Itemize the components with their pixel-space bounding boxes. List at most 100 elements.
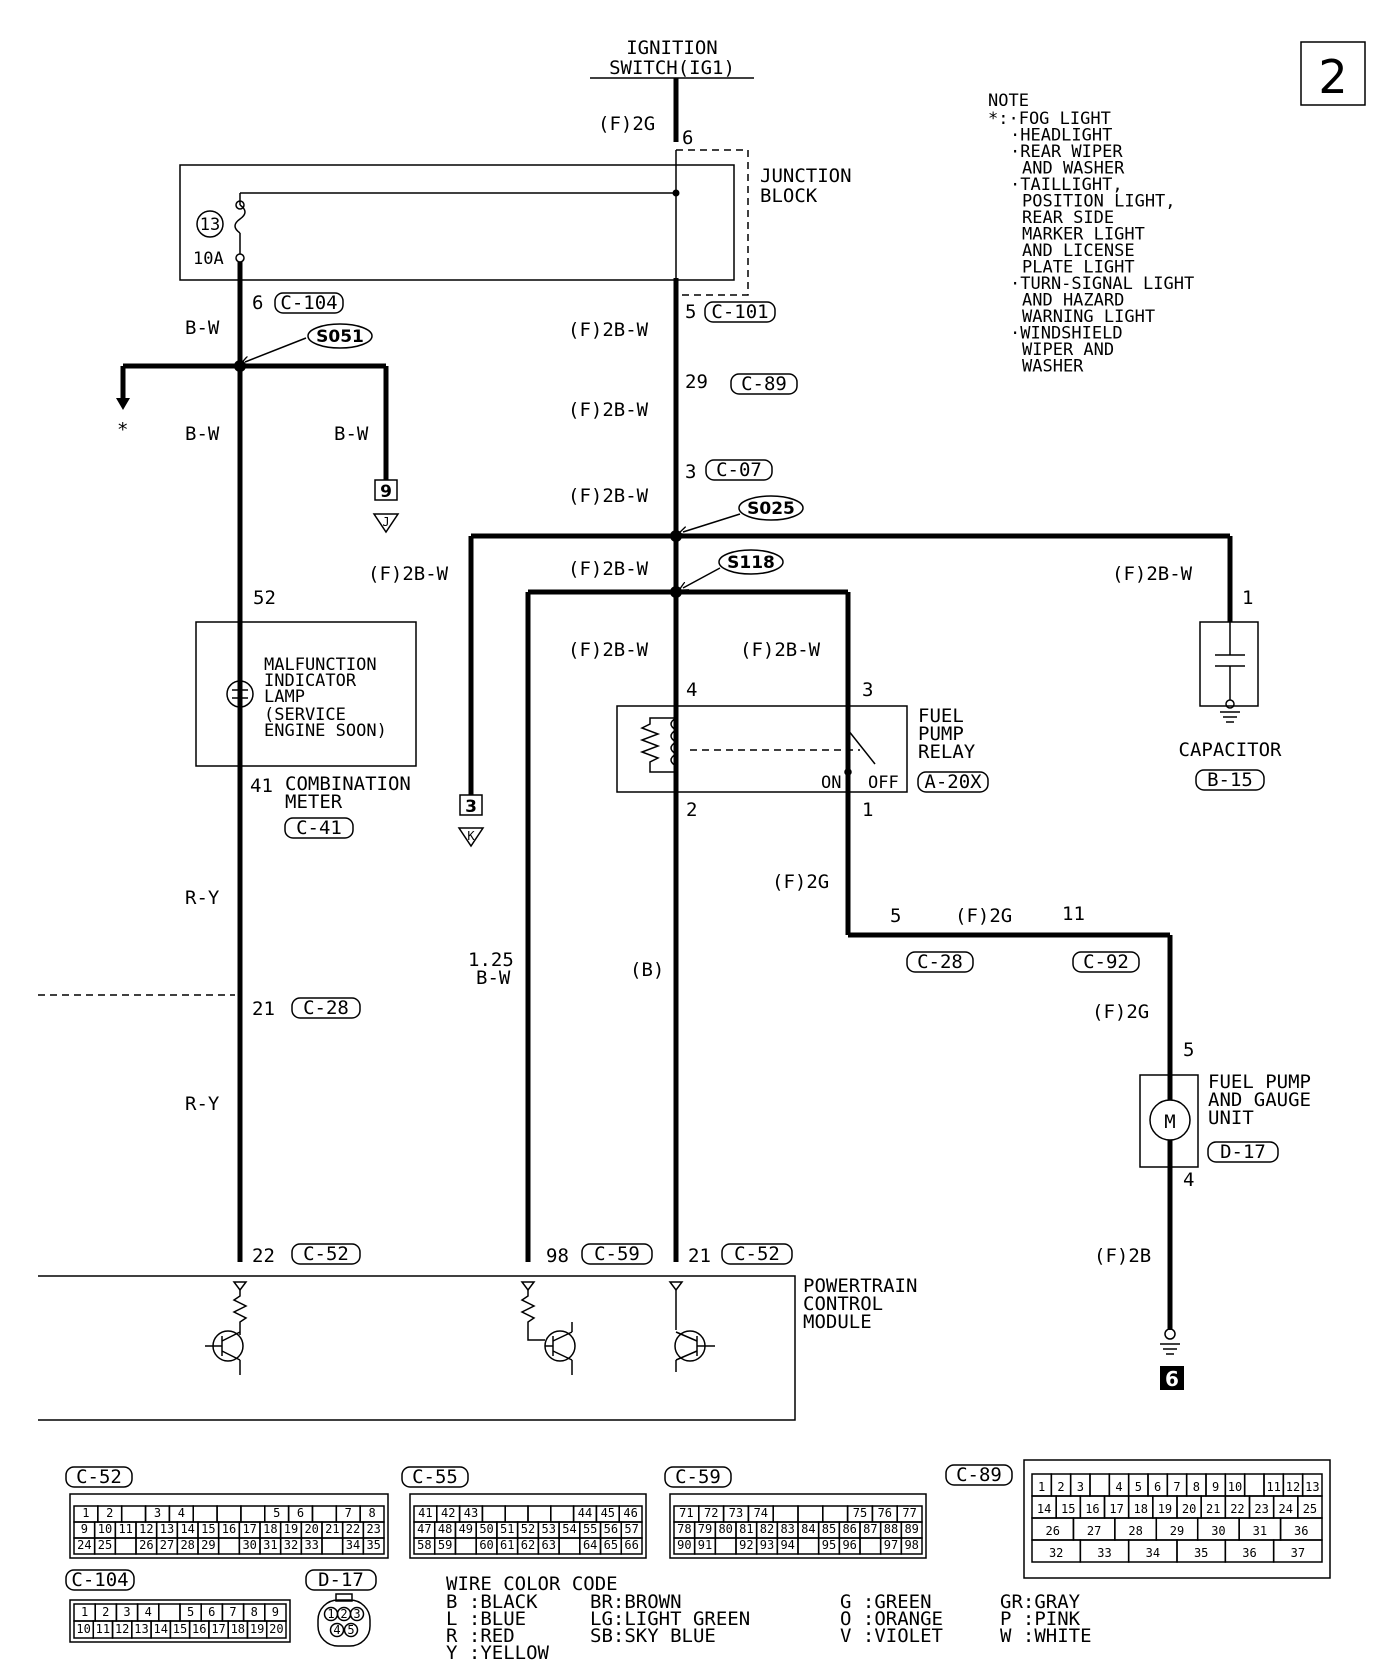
pin-98: 98 — [546, 1245, 569, 1267]
c52-cell: 20 — [304, 1522, 318, 1536]
wire-ry-1: R-Y — [185, 887, 220, 909]
c89-cell: 36 — [1294, 1524, 1308, 1538]
c89-cell: 35 — [1194, 1546, 1208, 1560]
fuse-number-circle — [196, 210, 224, 238]
c59-cell: 78 — [677, 1522, 691, 1536]
c52-cell: 16 — [222, 1522, 236, 1536]
c55-cell: 44 — [578, 1506, 592, 1520]
c59-cell: 89 — [904, 1522, 918, 1536]
pcm-transistor-2 — [520, 1281, 576, 1375]
c89-cell: 6 — [1154, 1480, 1161, 1494]
wire-color-entry: GR:GRAY — [1000, 1591, 1081, 1613]
c59-cell: 88 — [884, 1522, 898, 1536]
c52-cell: 2 — [106, 1506, 113, 1520]
c89-cell: 18 — [1134, 1502, 1148, 1516]
pin-6-c104: 6 — [252, 292, 263, 314]
c59-cell: 79 — [698, 1522, 712, 1536]
connector-c41: C-41 — [296, 817, 342, 839]
c104-cell: 20 — [269, 1622, 283, 1636]
d17-pin: 3 — [353, 1607, 360, 1621]
pin-41: 41 — [250, 775, 273, 797]
fuel-pump-box — [1139, 1074, 1199, 1168]
c52-cell: 15 — [201, 1522, 215, 1536]
pcm-box — [38, 1275, 796, 1421]
fuse-symbol — [234, 204, 246, 234]
table-label-c59: C-59 — [675, 1466, 721, 1488]
pin-21-c52: 21 — [688, 1245, 711, 1267]
c89-cell: 20 — [1182, 1502, 1196, 1516]
fuel-pump-label-1: FUEL PUMP — [1208, 1071, 1311, 1093]
c52-cell: 3 — [154, 1506, 161, 1520]
wire-f2b: (F)2B — [1094, 1245, 1151, 1267]
connector-c101: C-101 — [711, 301, 768, 323]
wire-label-top: (F)2G — [598, 113, 655, 135]
combination-meter-box — [195, 621, 417, 767]
c52-cell: 8 — [368, 1506, 375, 1520]
relay-on: ON — [821, 773, 841, 793]
connector-c92: C-92 — [1083, 951, 1129, 973]
c55-cell: 58 — [417, 1538, 431, 1552]
c52-cell: 34 — [346, 1538, 360, 1552]
wire-f2bw-5: (F)2B-W — [568, 639, 649, 661]
wire-color-entry: G :GREEN — [840, 1591, 932, 1613]
relay-label-2: PUMP — [918, 723, 964, 745]
c89-cell: 24 — [1279, 1502, 1293, 1516]
c89-cell: 25 — [1303, 1502, 1317, 1516]
c59-cell: 87 — [863, 1522, 877, 1536]
wire-b: (B) — [630, 959, 664, 981]
pcm-transistor-3 — [668, 1281, 715, 1372]
note-item: ·WINDSHIELD — [1010, 324, 1123, 344]
c104-cell: 8 — [251, 1605, 258, 1619]
connector-c52-pin22: C-52 — [303, 1243, 349, 1265]
c59-cell: 96 — [842, 1538, 856, 1552]
svg-text:S118: S118 — [727, 553, 775, 573]
c55-cell: 61 — [500, 1538, 514, 1552]
c55-cell: 54 — [562, 1522, 576, 1536]
connector-c07: C-07 — [716, 459, 762, 481]
table-label-c104: C-104 — [71, 1569, 128, 1591]
lamp-icon — [226, 680, 254, 708]
c55-cell: 51 — [500, 1522, 514, 1536]
c89-cell: 4 — [1115, 1480, 1122, 1494]
c55-cell: 55 — [583, 1522, 597, 1536]
c89-cell: 33 — [1097, 1546, 1111, 1560]
c59-cell: 77 — [902, 1506, 916, 1520]
c89-cell: 30 — [1211, 1524, 1225, 1538]
relay-pin-1: 1 — [862, 799, 873, 821]
wire-color-entry: R :RED — [446, 1625, 515, 1647]
pcm-transistor-1 — [205, 1281, 248, 1375]
c59-cell: 81 — [739, 1522, 753, 1536]
c52-cell: 29 — [201, 1538, 215, 1552]
pin-21-c28: 21 — [252, 998, 275, 1020]
c89-cell: 31 — [1253, 1524, 1267, 1538]
d17-pin: 1 — [327, 1607, 334, 1621]
c104-cell: 16 — [192, 1622, 206, 1636]
c55-cell: 45 — [601, 1506, 615, 1520]
c89-cell: 29 — [1170, 1524, 1184, 1538]
c59-cell: 90 — [677, 1538, 691, 1552]
c104-cell: 11 — [96, 1622, 110, 1636]
note-item: ·TURN-SIGNAL LIGHT — [1010, 274, 1194, 294]
wire-color-entry: LG:LIGHT GREEN — [590, 1608, 750, 1630]
c52-cell: 19 — [284, 1522, 298, 1536]
connector-c89: C-89 — [741, 373, 787, 395]
c52-cell: 6 — [297, 1506, 304, 1520]
wire-color-entry: B :BLACK — [446, 1591, 538, 1613]
wire-color-entry: P :PINK — [1000, 1608, 1081, 1630]
terminal-9: 9 — [380, 482, 392, 502]
connector-c28-right: C-28 — [917, 951, 963, 973]
c52-cell: 21 — [325, 1522, 339, 1536]
pin-3-c07: 3 — [685, 461, 696, 483]
pcm-label-2: CONTROL — [803, 1293, 883, 1315]
connector-b15: B-15 — [1207, 769, 1253, 791]
c55-cell: 56 — [604, 1522, 618, 1536]
wire-color-entry: W :WHITE — [1000, 1625, 1092, 1647]
note-item: WARNING LIGHT — [1022, 307, 1155, 327]
c89-cell: 12 — [1286, 1480, 1300, 1494]
capacitor-label: CAPACITOR — [1179, 739, 1283, 761]
relay-pin-4: 4 — [686, 679, 697, 701]
note-title: NOTE — [988, 91, 1029, 111]
c52-cell: 33 — [304, 1538, 318, 1552]
c59-cell: 74 — [754, 1506, 768, 1520]
